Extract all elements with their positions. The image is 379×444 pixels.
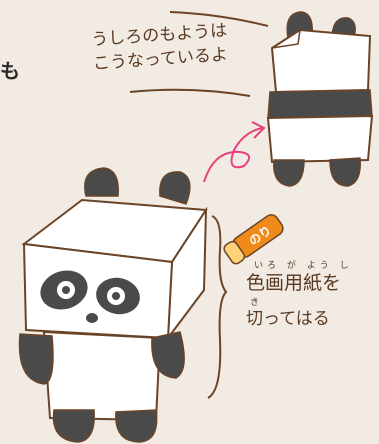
rotate-arrow <box>203 121 266 183</box>
back-leg-left <box>273 159 305 187</box>
ruby-line-1: いろ が よう し <box>254 261 353 271</box>
back-head <box>270 28 372 94</box>
craft-line-1: 色画用紙を <box>246 272 342 294</box>
arrow-head <box>251 121 266 139</box>
pupil-right <box>112 292 120 300</box>
back-band <box>267 89 373 119</box>
craft-instruction: いろ が よう し 色画用紙を き 切ってはる <box>246 258 376 330</box>
decor-line-top <box>169 11 269 27</box>
back-leg-right <box>329 157 361 187</box>
panda-front-view <box>18 167 208 443</box>
decor-line-bottom <box>129 88 251 97</box>
pupil-left <box>62 286 70 294</box>
arm-right <box>151 331 185 379</box>
craft-line-2: 切ってはる <box>246 309 330 329</box>
cropped-text: も <box>0 59 20 83</box>
leg-right <box>115 409 158 443</box>
bracket <box>207 215 228 399</box>
glue-cap <box>223 240 246 265</box>
front-ear-right <box>159 171 191 205</box>
arm-left <box>18 333 54 385</box>
back-body <box>266 114 374 164</box>
back-head-edge <box>271 29 301 49</box>
body <box>42 330 162 422</box>
arrow-curve <box>203 127 263 183</box>
panda-back-view <box>266 11 374 187</box>
glue-stick: のり <box>223 214 284 265</box>
ruby-line-2: き <box>250 298 260 308</box>
nose <box>86 313 98 323</box>
front-ear-left <box>84 167 119 197</box>
leg-left <box>52 409 95 443</box>
